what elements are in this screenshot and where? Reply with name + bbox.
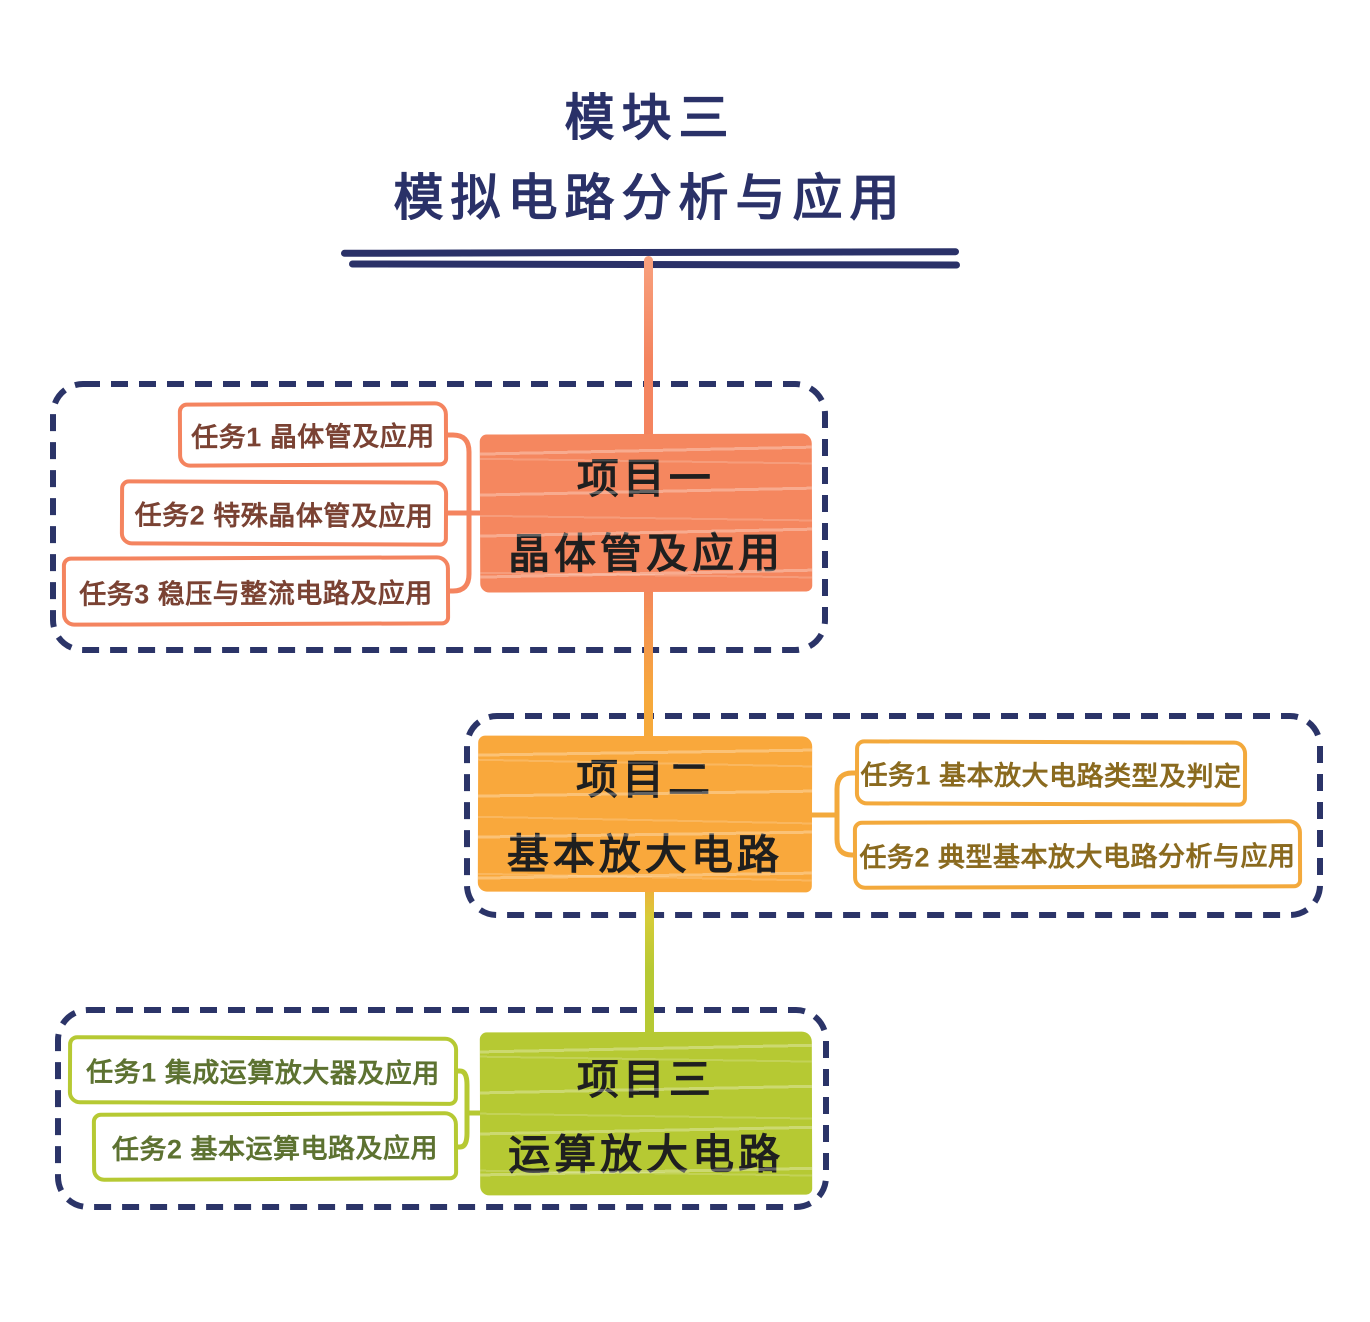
connector-project-1-to-2 [644, 578, 653, 748]
project-3-title: 项目三 [576, 1055, 715, 1103]
project-3-node: 项目三 运算放大电路 [479, 1031, 813, 1196]
project-1-subtitle: 晶体管及应用 [508, 529, 785, 578]
project-2-node: 项目二 基本放大电路 [477, 735, 813, 893]
bracket-project-2 [810, 770, 858, 858]
project-2-title: 项目二 [576, 755, 715, 804]
project-1-task-2: 任务2 特殊晶体管及应用 [119, 479, 449, 547]
project-3-task-1: 任务1 集成运算放大器及应用 [67, 1035, 459, 1106]
project-1-task-1: 任务1 晶体管及应用 [177, 401, 449, 468]
project-1-title: 项目一 [576, 454, 715, 503]
project-2-task-1: 任务1 基本放大电路类型及判定 [854, 739, 1248, 807]
connector-project-2-to-3 [645, 882, 654, 1044]
project-1-node: 项目一 晶体管及应用 [479, 433, 813, 593]
title-underline-bottom [348, 260, 961, 269]
diagram-title-line2: 模拟电路分析与应用 [393, 170, 907, 226]
connector-title-to-project-1 [644, 256, 653, 444]
project-1-task-3: 任务3 稳压与整流电路及应用 [61, 555, 451, 627]
project-2-task-2: 任务2 典型基本放大电路分析与应用 [852, 819, 1303, 890]
diagram-title-line1: 模块三 [564, 90, 736, 146]
project-2-subtitle: 基本放大电路 [506, 830, 783, 879]
project-3-subtitle: 运算放大电路 [508, 1130, 785, 1178]
project-3-task-2: 任务2 基本运算电路及应用 [91, 1111, 459, 1182]
